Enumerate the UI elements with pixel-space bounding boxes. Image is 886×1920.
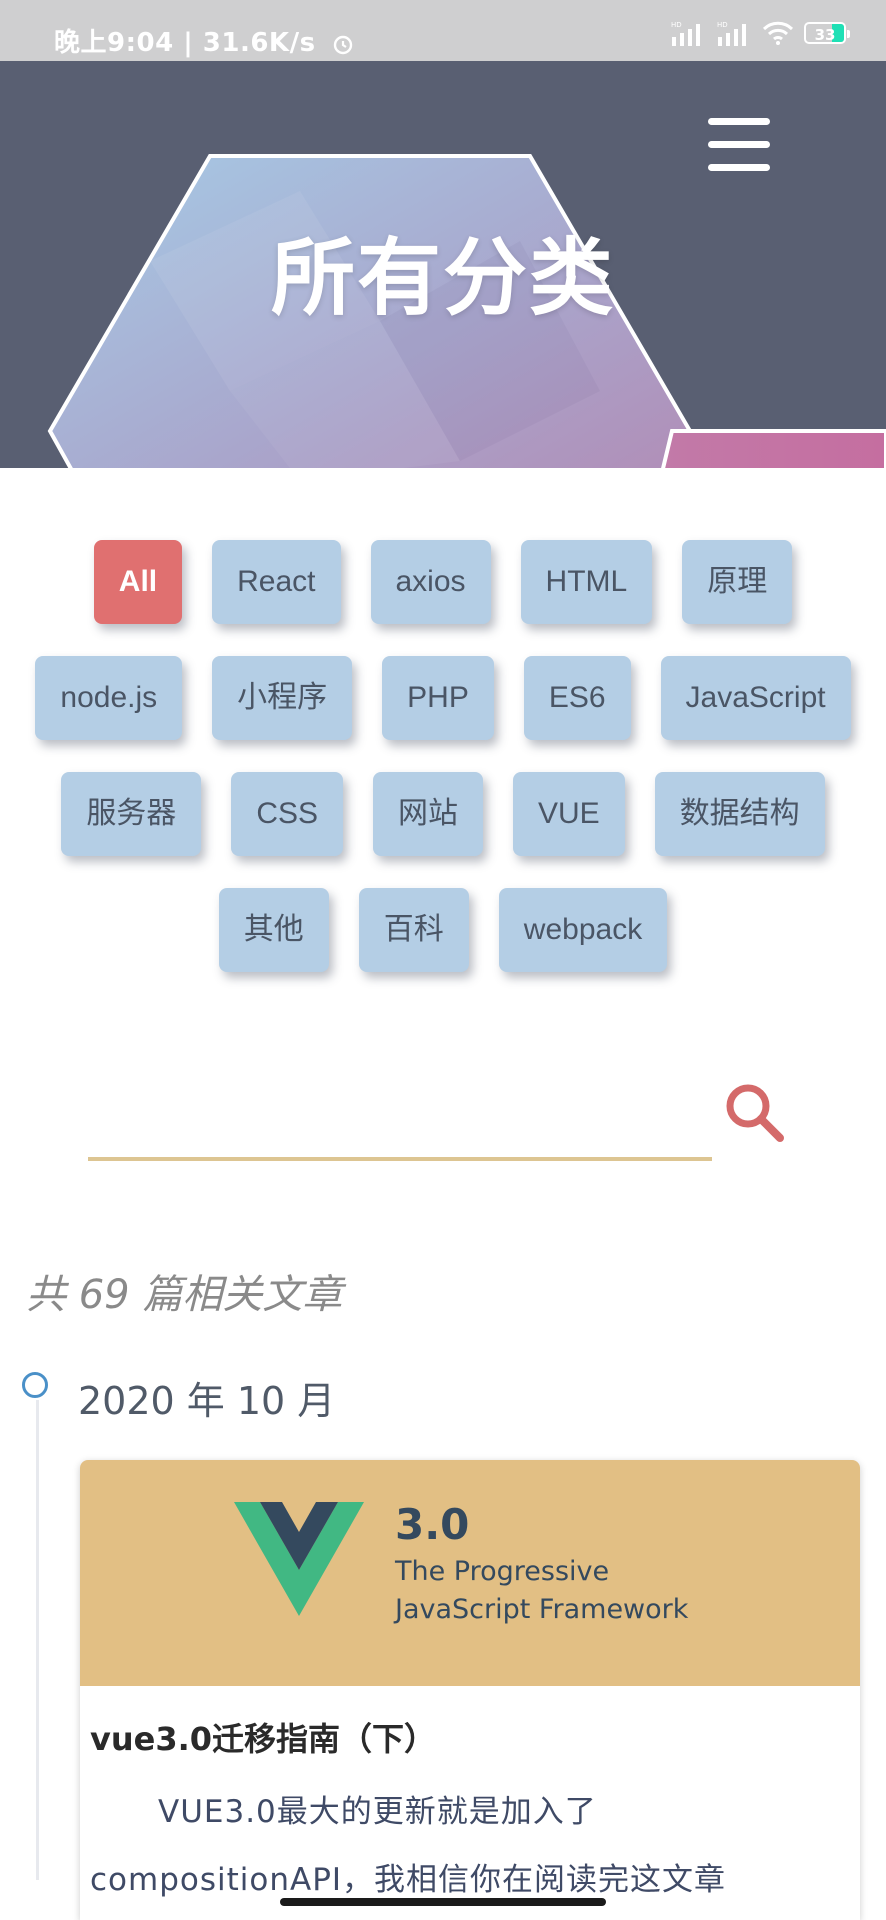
timeline-month: 2020 年 10 月 xyxy=(78,1379,336,1423)
category-tag[interactable]: React xyxy=(212,540,341,624)
timeline-dot xyxy=(22,1372,48,1398)
tag-row: 服务器 CSS 网站 VUE 数据结构 xyxy=(0,772,886,856)
page-title: 所有分类 xyxy=(270,229,615,327)
search-underline xyxy=(88,1157,712,1161)
search-input[interactable] xyxy=(90,1100,694,1154)
category-tag[interactable]: PHP xyxy=(382,656,494,740)
category-tag[interactable]: HTML xyxy=(520,540,653,624)
tag-row: All React axios HTML 原理 xyxy=(0,540,886,624)
category-tag[interactable]: JavaScript xyxy=(660,656,851,740)
cover-tagline-2: JavaScript Framework xyxy=(395,1594,689,1625)
category-banner: 所有分类 xyxy=(0,61,886,468)
battery-icon: 33 xyxy=(804,22,850,44)
cover-version: 3.0 xyxy=(395,1500,470,1549)
category-tag[interactable]: node.js xyxy=(35,656,183,740)
category-tag[interactable]: VUE xyxy=(513,772,625,856)
post-excerpt: VUE3.0最大的更新就是加入了compositionAPI，我相信你在阅读完这… xyxy=(90,1794,727,1898)
search-icon[interactable] xyxy=(720,1078,792,1150)
post-card[interactable]: 3.0 The Progressive JavaScript Framework… xyxy=(80,1460,860,1920)
vue-logo-icon xyxy=(234,1502,364,1616)
status-time-speed: 晚上9:04 | 31.6K/s xyxy=(54,22,355,59)
tag-row: 其他百科 webpack xyxy=(0,888,886,972)
category-tag[interactable]: 百科 xyxy=(358,888,469,972)
home-indicator[interactable] xyxy=(280,1898,606,1906)
post-title[interactable]: vue3.0迁移指南（下） xyxy=(90,1720,437,1758)
status-icons: HD HD 33 xyxy=(670,18,850,48)
status-time-text: 晚上9:04 | 31.6K/s xyxy=(54,28,316,58)
post-cover: 3.0 The Progressive JavaScript Framework xyxy=(80,1460,860,1686)
tag-row: node.js 小程序 PHP ES6 JavaScript xyxy=(0,656,886,740)
category-tag[interactable]: 小程序 xyxy=(212,656,353,740)
category-tag[interactable]: All xyxy=(93,540,183,624)
banner-hexagon-art xyxy=(47,154,886,468)
category-tag[interactable]: 原理 xyxy=(682,540,793,624)
status-bar: 晚上9:04 | 31.6K/s HD HD 33 xyxy=(0,0,886,61)
alarm-icon xyxy=(333,35,353,54)
category-tag[interactable]: axios xyxy=(370,540,491,624)
category-tag[interactable]: 网站 xyxy=(373,772,483,856)
timeline-line xyxy=(36,1400,39,1880)
signal-hd-icon: HD xyxy=(671,21,700,46)
category-tag[interactable]: CSS xyxy=(231,772,343,856)
hamburger-menu-icon[interactable] xyxy=(706,115,772,175)
cover-tagline-1: The Progressive xyxy=(395,1556,610,1587)
battery-level: 33 xyxy=(814,26,836,44)
svg-text:HD: HD xyxy=(671,21,682,29)
category-tag[interactable]: 其他 xyxy=(218,888,329,972)
category-tag[interactable]: 服务器 xyxy=(61,772,202,856)
signal-hd-icon: HD xyxy=(717,21,746,46)
category-tag[interactable]: webpack xyxy=(498,888,668,972)
category-tag[interactable]: ES6 xyxy=(523,656,631,740)
wifi-icon xyxy=(762,21,794,45)
result-count: 共 69 篇相关文章 xyxy=(26,1272,343,1318)
category-tag[interactable]: 数据结构 xyxy=(654,772,825,856)
svg-text:HD: HD xyxy=(717,21,728,29)
